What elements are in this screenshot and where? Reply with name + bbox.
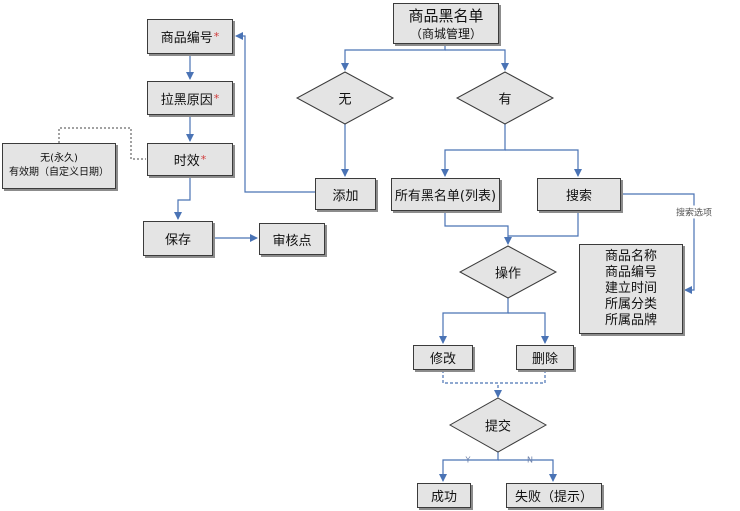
connector-submit-split-right xyxy=(498,459,557,482)
connector-validity-options xyxy=(58,127,146,160)
connector-edit-submit xyxy=(442,370,502,398)
delete-node: 删除 xyxy=(516,345,574,370)
no-label: N xyxy=(527,455,533,465)
search-field-brand: 所属品牌 xyxy=(604,313,657,328)
add-node: 添加 xyxy=(315,178,376,210)
product-code-node: 商品编号* xyxy=(147,19,233,54)
add-label: 添加 xyxy=(332,188,359,204)
success-node: 成功 xyxy=(417,483,471,508)
fail-label: 失败（提示） xyxy=(514,490,593,505)
decision-submit-shape xyxy=(448,397,548,453)
success-label: 成功 xyxy=(430,490,457,505)
blacklist-all-node: 所有黑名单(列表) xyxy=(391,178,500,211)
required-mark: * xyxy=(213,30,220,43)
search-field-created-time: 建立时间 xyxy=(604,281,657,296)
connector-operate-split xyxy=(439,298,509,344)
connector-title-split xyxy=(341,43,446,71)
validity-node: 时效* xyxy=(147,143,233,176)
search-field-product-name: 商品名称 xyxy=(604,249,657,264)
decision-operate-shape xyxy=(458,245,558,299)
validity-label: 时效 xyxy=(173,154,200,169)
yes-label: Y xyxy=(465,455,471,465)
block-reason-label: 拉黑原因 xyxy=(160,92,213,108)
title-node: 商品黑名单 （商城管理） xyxy=(393,3,499,44)
delete-label: 删除 xyxy=(531,352,558,367)
search-label: 搜索 xyxy=(565,189,592,204)
connector-search-operate xyxy=(508,211,579,237)
decision-none-label: 无 xyxy=(338,92,352,108)
search-node: 搜索 xyxy=(537,178,621,211)
connector-search-options xyxy=(621,193,695,294)
search-fields-node: 商品名称 商品编号 建立时间 所属分类 所属品牌 xyxy=(579,244,683,334)
edit-node: 修改 xyxy=(413,345,473,370)
connector-operate-split-right xyxy=(508,312,549,344)
connector-have-split xyxy=(441,124,506,177)
search-field-category: 所属分类 xyxy=(604,297,657,312)
decision-have-shape xyxy=(455,71,555,125)
decision-have-label: 有 xyxy=(498,92,512,108)
connector-have-split-right xyxy=(505,149,582,177)
connector-add-productcode xyxy=(235,32,315,193)
save-node: 保存 xyxy=(143,221,213,256)
decision-none-shape xyxy=(295,71,395,125)
connector-delete-submit xyxy=(498,370,546,384)
search-options-tag: 搜索选项 xyxy=(673,205,715,219)
connector-submit-split xyxy=(439,452,499,482)
title-line1: 商品黑名单 xyxy=(408,6,484,25)
audit-point-label: 审核点 xyxy=(272,233,312,249)
save-label: 保存 xyxy=(164,233,191,248)
required-mark: * xyxy=(213,91,220,105)
validity-option-permanent: 无(永久) xyxy=(40,153,78,164)
connector-validity-save xyxy=(174,176,191,220)
decision-submit-label: 提交 xyxy=(484,419,512,435)
search-field-product-code: 商品编号 xyxy=(604,265,657,280)
required-mark: * xyxy=(200,153,207,166)
product-code-label: 商品编号 xyxy=(160,31,213,46)
title-line2: （商城管理） xyxy=(409,26,482,41)
connector-list-operate xyxy=(444,211,512,245)
validity-option-custom-date: 有效期（自定义日期） xyxy=(9,167,109,178)
blacklist-all-label: 所有黑名单(列表) xyxy=(394,189,497,204)
decision-operate-label: 操作 xyxy=(494,266,522,282)
edit-label: 修改 xyxy=(429,352,456,367)
audit-point-node: 审核点 xyxy=(259,223,325,255)
block-reason-node: 拉黑原因* xyxy=(147,81,233,115)
fail-node: 失败（提示） xyxy=(506,483,602,508)
validity-options-node: 无(永久) 有效期（自定义日期） xyxy=(2,143,116,189)
connector-title-split-right xyxy=(445,49,509,71)
